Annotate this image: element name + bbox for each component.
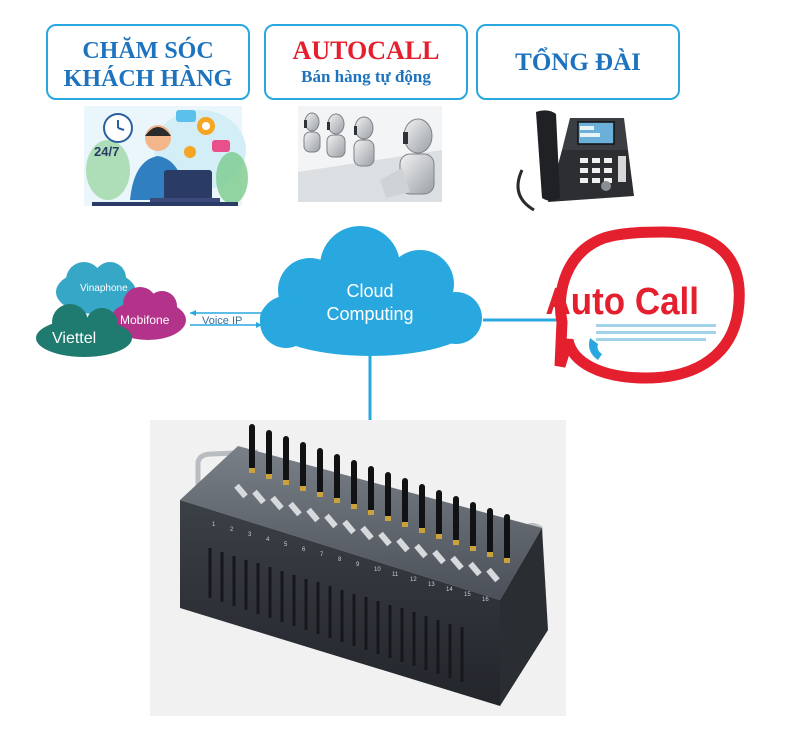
autocall-box: AUTOCALL Bán hàng tự động [264,24,468,100]
customer-care-line2: KHÁCH HÀNG [63,66,233,92]
port-number: 9 [356,562,360,568]
antennas [234,424,510,583]
port-number: 2 [230,527,234,533]
customer-care-illustration: 24/7 [84,106,248,206]
robots-illustration [298,106,442,202]
cloud-label-line2: Computing [326,304,413,324]
port-number: 6 [302,547,306,553]
port-number: 7 [320,552,324,558]
port-number: 5 [284,542,288,548]
gsm-gateway-device: 1 2 3 4 5 6 7 8 9 10 11 12 13 14 15 16 [150,420,566,716]
vinaphone-label: Vinaphone [80,283,128,294]
autocall-title: AUTOCALL [292,36,440,65]
mobifone-label: Mobifone [120,313,170,327]
cloud-computing: Cloud Computing [260,226,482,356]
switchboard-title: TỔNG ĐÀI [515,49,641,76]
port-number-row: 1 2 3 4 5 6 7 8 9 10 11 12 13 14 15 16 [212,522,489,603]
voice-ip-label: Voice IP [202,315,242,327]
support-247-badge: 24/7 [94,144,119,159]
port-number: 8 [338,557,342,563]
customer-care-line1: CHĂM SÓC [82,38,214,64]
vinaphone-cloud: Vinaphone [56,262,136,314]
customer-care-box: CHĂM SÓC KHÁCH HÀNG [46,24,250,100]
port-number: 14 [446,587,453,593]
viettel-cloud: Viettel [36,304,132,357]
port-number: 3 [248,532,252,538]
port-number: 11 [392,572,399,578]
port-number: 16 [482,597,489,603]
mobifone-cloud: Mobifone [110,287,186,340]
arrow-left-icon [190,310,196,316]
port-number: 4 [266,537,270,543]
port-number: 10 [374,567,381,573]
port-number: 1 [212,522,216,528]
port-number: 15 [464,592,471,598]
carrier-clouds: Vinaphone Mobifone Viettel [36,262,186,357]
port-number: 13 [428,582,435,588]
autocall-logo: Auto Call [546,226,745,384]
viettel-label: Viettel [52,330,96,347]
desk-phone-illustration [516,110,634,212]
arrow-right-icon [256,322,262,328]
autocall-subtitle: Bán hàng tự động [301,67,431,86]
autocall-logo-text: Auto Call [546,280,699,323]
cloud-label-line1: Cloud [346,281,393,301]
switchboard-box: TỔNG ĐÀI [476,24,680,100]
phone-handset-icon [589,338,602,360]
port-number: 12 [410,577,417,583]
